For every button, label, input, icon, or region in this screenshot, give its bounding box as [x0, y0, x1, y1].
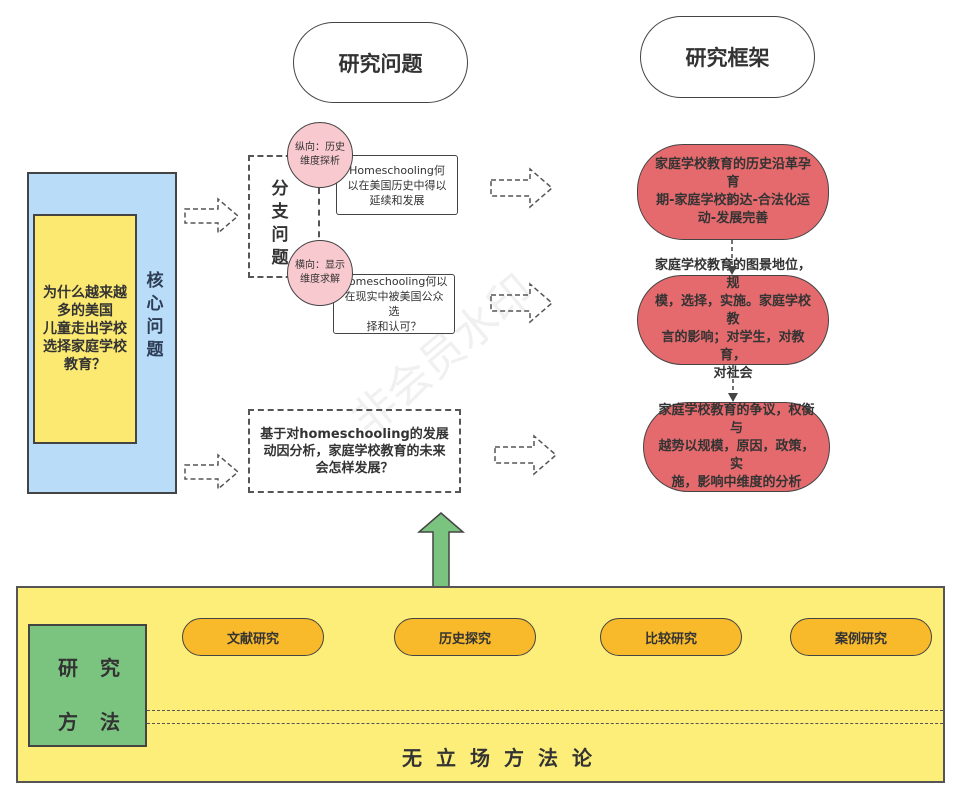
arrow-right-icon: [184, 453, 240, 491]
branch-connector-line: [318, 188, 320, 248]
arrow-right-icon: [184, 197, 240, 235]
history-dimension-circle: 纵向：历史 维度探析: [287, 122, 353, 188]
divider-line: [147, 723, 943, 724]
method-comparative-research: 比较研究: [600, 618, 742, 656]
framework-controversy-box: 家庭学校教育的争议，权衡与 越势以规模，原因，政策，实 施，影响中维度的分析: [643, 402, 830, 492]
research-methods-panel: 研 究 方 法 文献研究 历史探究 比较研究 案例研究 无立场方法论: [16, 586, 945, 783]
method-literature-research: 文献研究: [182, 618, 324, 656]
core-question-text: 为什么越来越 多的美国 儿童走出学校 选择家庭学校 教育？: [43, 285, 127, 373]
core-question-box: 为什么越来越 多的美国 儿童走出学校 选择家庭学校 教育？: [33, 214, 137, 444]
methodology-label: 无立场方法论: [402, 746, 606, 770]
arrow-right-icon: [494, 434, 558, 476]
research-questions-header: 研究问题: [293, 22, 468, 103]
framework-status-box: 家庭学校教育的图景地位，规 模，选择，实施。家庭学校教 言的影响；对学生，对教育…: [637, 258, 829, 381]
method-case-study: 案例研究: [790, 618, 932, 656]
arrow-right-icon: [490, 282, 554, 324]
research-framework-header: 研究框架: [640, 16, 815, 98]
arrow-up-icon: [416, 512, 466, 588]
core-question-label: 核 心 问 题: [146, 271, 164, 360]
arrow-down-icon: [727, 240, 737, 275]
framework-history-box: 家庭学校教育的历史沿革孕育 期-家庭学校韵达-合法化运 动-发展完善: [637, 144, 829, 240]
divider-line: [147, 710, 943, 711]
reality-question-box: Homeschooling何以 在现实中被美国公众选 择和认可？: [333, 274, 455, 334]
arrow-right-icon: [490, 167, 554, 209]
history-question-box: Homeschooling何 以在美国历史中得以 延续和发展: [336, 155, 458, 215]
research-methods-label: 研 究 方 法: [28, 624, 147, 747]
method-historical-inquiry: 历史探究: [394, 618, 536, 656]
branch-questions-bracket: [248, 155, 320, 278]
reality-dimension-circle: 横向：显示 维度求解: [287, 240, 353, 306]
arrow-down-icon: [728, 365, 738, 402]
core-question-panel: 为什么越来越 多的美国 儿童走出学校 选择家庭学校 教育？ 核 心 问 题: [27, 172, 177, 494]
branch-questions-label: 分 支 问 题: [271, 179, 289, 268]
future-question-box: 基于对homeschooling的发展 动因分析，家庭学校教育的未来 会怎样发展…: [248, 409, 461, 493]
